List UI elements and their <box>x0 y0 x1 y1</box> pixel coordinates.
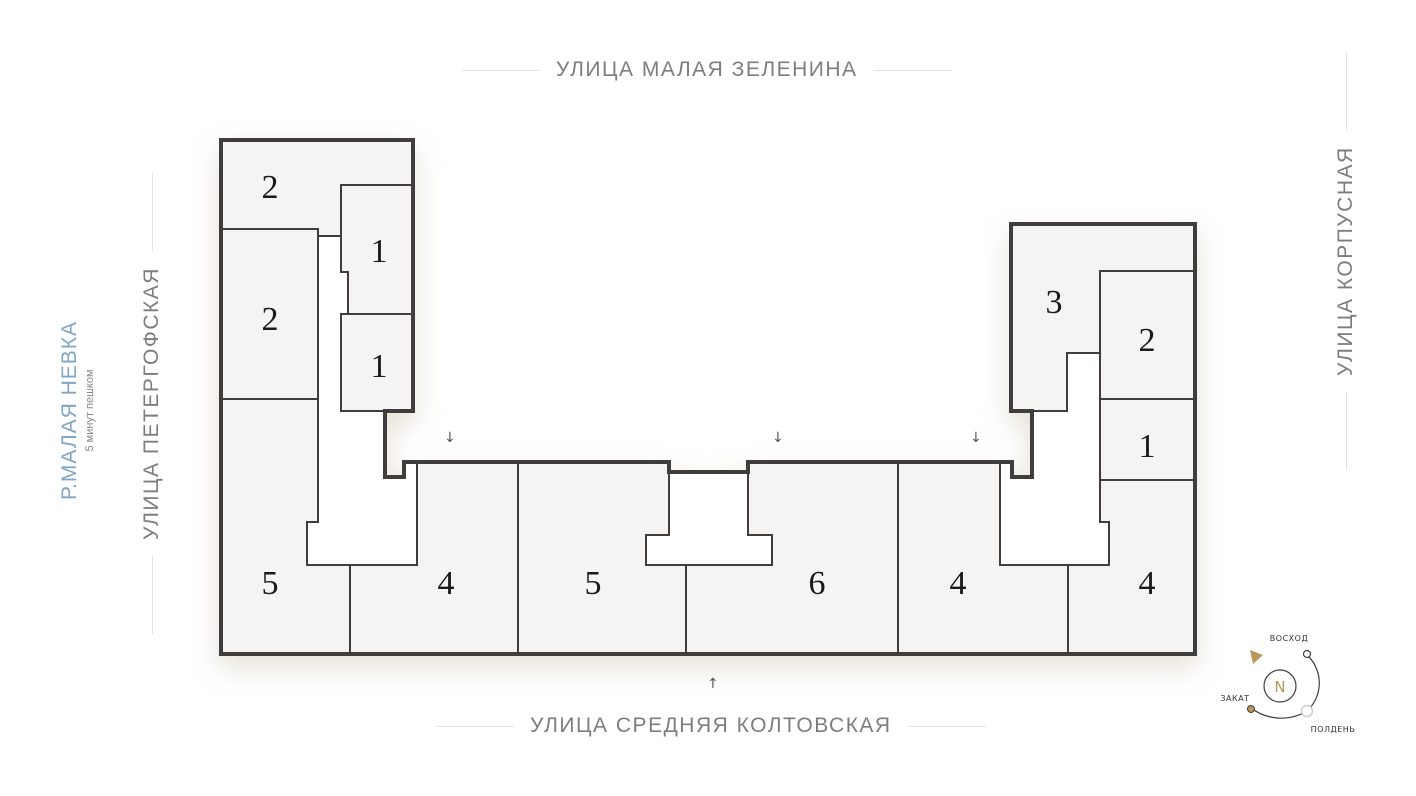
street-bottom: УЛИЦА СРЕДНЯЯ КОЛТОВСКАЯ <box>436 714 986 738</box>
compass-widget: N ВОСХОД ЗАКАТ ПОЛДЕНЬ <box>1220 634 1356 734</box>
apartment-label[interactable]: 2 <box>262 169 279 206</box>
apartment-label[interactable]: 2 <box>1139 322 1156 359</box>
apartment-label[interactable]: 6 <box>809 565 826 602</box>
divider <box>462 69 540 71</box>
street-bottom-label: УЛИЦА СРЕДНЯЯ КОЛТОВСКАЯ <box>530 714 892 737</box>
noon-dot <box>1300 704 1314 718</box>
apartment-label[interactable]: 4 <box>438 565 455 602</box>
building-outline <box>219 138 1197 656</box>
direction-pointer-icon <box>1250 650 1263 664</box>
divider <box>436 725 514 727</box>
street-top: УЛИЦА МАЛАЯ ЗЕЛЕНИНА <box>462 58 952 82</box>
sunset-label: ЗАКАТ <box>1220 694 1249 703</box>
sunrise-dot <box>1302 649 1312 659</box>
north-icon: N <box>1274 678 1285 696</box>
entrance-arrow-icon: ↑ <box>707 676 719 692</box>
street-top-label: УЛИЦА МАЛАЯ ЗЕЛЕНИНА <box>556 58 858 81</box>
north-circle <box>1263 669 1297 703</box>
entrance-arrow-icon: ↓ <box>970 430 982 446</box>
apartment-label[interactable]: 2 <box>262 301 279 338</box>
apartment-label[interactable]: 3 <box>1046 284 1063 321</box>
apartment-label[interactable]: 4 <box>950 565 967 602</box>
entrance-arrow-icon: ↓ <box>772 430 784 446</box>
apartment-label[interactable]: 5 <box>585 565 602 602</box>
sunrise-label: ВОСХОД <box>1270 634 1308 643</box>
noon-label: ПОЛДЕНЬ <box>1311 725 1356 734</box>
apartment-label[interactable]: 4 <box>1139 565 1156 602</box>
apartment-label[interactable]: 5 <box>262 565 279 602</box>
apartment-label[interactable]: 1 <box>371 233 388 270</box>
sunset-dot <box>1247 705 1255 713</box>
divider <box>873 69 952 71</box>
entrance-arrow-icon: ↓ <box>444 430 456 446</box>
corridor-center <box>645 471 773 566</box>
outer-wall <box>219 138 1197 656</box>
apartment-label[interactable]: 1 <box>371 348 388 385</box>
apartment-label[interactable]: 1 <box>1139 428 1156 465</box>
partitions <box>221 184 1195 654</box>
divider <box>907 725 986 727</box>
